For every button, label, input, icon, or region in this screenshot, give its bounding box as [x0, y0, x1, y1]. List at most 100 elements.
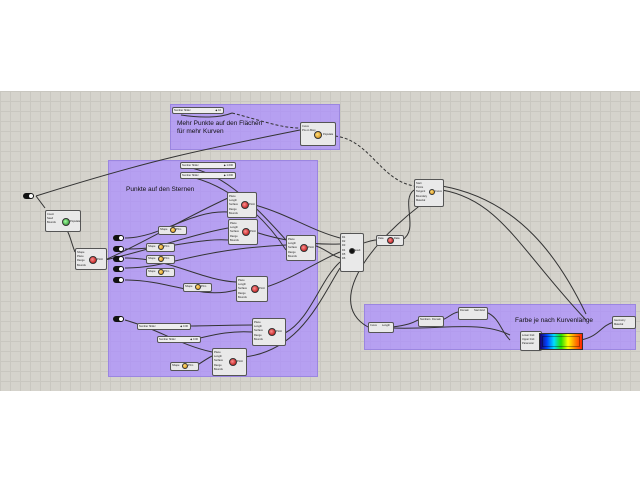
merge-icon — [349, 248, 355, 254]
node-label: Shape — [148, 257, 156, 260]
shape-node-4[interactable]: Shape Prim — [146, 268, 175, 277]
gradient-bar[interactable] — [539, 333, 583, 350]
toggle-6[interactable] — [113, 316, 124, 322]
shape-icon — [158, 244, 164, 250]
evaluate-icon — [242, 228, 250, 236]
shape-node-3[interactable]: Shape Prim — [146, 255, 175, 264]
slider-value: ◆ 0.00 — [180, 325, 188, 328]
node-inputs: Curve Pts on Brep — [302, 125, 316, 133]
group-title-color-by-length: Farbe je nach Kurvenlänge — [515, 317, 594, 324]
length-node[interactable]: Curve Length — [368, 322, 394, 333]
bounds-node[interactable]: Numbers Domain — [418, 316, 444, 327]
group-title-points-on-stars: Punkte auf den Sternen — [126, 186, 195, 193]
node-label: Shape — [160, 228, 168, 231]
node-output: Curve — [435, 190, 442, 193]
toggle-4[interactable] — [113, 266, 124, 272]
boolean-toggle[interactable] — [23, 193, 34, 199]
toggle-2[interactable] — [113, 246, 124, 252]
slider-value: ◆ 1.000 — [223, 164, 233, 167]
preview-input: Geometry — [614, 319, 626, 322]
gradient-input: Upper limit — [522, 338, 535, 342]
shape-node-5[interactable]: Shape Prim — [183, 283, 212, 292]
node-output: Point — [250, 230, 256, 233]
slider-label: Number Slider — [174, 109, 191, 112]
node-output: Point — [97, 258, 103, 261]
shape-icon — [182, 363, 188, 369]
curve-icon — [429, 189, 435, 195]
explode-icon — [89, 256, 97, 264]
node-output: Point — [249, 203, 255, 206]
shape-node-2[interactable]: Shape Prim — [146, 243, 175, 252]
node-output: Domain — [432, 318, 441, 321]
shape-icon — [195, 284, 201, 290]
node-label: Domain — [460, 309, 469, 312]
slider-value: ◆ 0.00 — [190, 338, 198, 341]
custom-preview-node[interactable]: Geometry Material — [612, 316, 636, 329]
toggle-5[interactable] — [113, 277, 124, 283]
number-slider-3[interactable]: Number Slider ◆ 0.00 — [137, 323, 191, 330]
slider-label: Number Slider — [159, 338, 176, 341]
gradient-frame — [542, 336, 580, 347]
shape-node-6[interactable]: Shape Prim — [170, 362, 199, 371]
gradient-input: Parameter — [522, 342, 535, 346]
flatten-node[interactable]: Data Data — [376, 235, 404, 246]
top-number-slider[interactable]: Number Slider ◆ 10 — [172, 107, 224, 114]
number-slider-4[interactable]: Number Slider ◆ 0.00 — [157, 336, 201, 343]
populate-icon — [314, 131, 322, 139]
number-slider-1[interactable]: Number Slider ◆ 1.000 — [180, 162, 236, 169]
node-input: Curve — [302, 125, 309, 128]
populate-node[interactable]: Curve Pts on Brep Populate — [300, 122, 336, 146]
node-label: Shape — [172, 364, 180, 367]
flatten-icon — [387, 237, 394, 244]
node-output: Populate — [323, 133, 334, 136]
slider-label: Number Slider — [182, 174, 199, 177]
deconstruct-domain-node[interactable]: Domain Start End — [458, 307, 488, 320]
slider-label: Number Slider — [182, 164, 199, 167]
node-inputs: Geometry Material — [614, 319, 625, 327]
slider-value: ◆ 10 — [215, 109, 221, 112]
group-color-by-length[interactable]: Farbe je nach Kurvenlänge — [364, 304, 636, 350]
preview-input: Material — [614, 323, 624, 327]
number-slider-2[interactable]: Number Slider ◆ 1.000 — [180, 172, 236, 179]
node-label: Data — [378, 237, 384, 240]
node-label: Shape — [185, 285, 193, 288]
populate-icon — [62, 218, 70, 226]
slider-value: ◆ 1.000 — [223, 174, 233, 177]
node-output: Data — [394, 237, 400, 240]
node-output: Start End — [474, 309, 485, 312]
toggle-3[interactable] — [113, 256, 124, 262]
toggle-1[interactable] — [113, 235, 124, 241]
node-output: Result — [353, 249, 361, 252]
evaluate-icon — [241, 201, 249, 209]
evaluate-icon — [251, 285, 259, 293]
group-points-on-stars[interactable]: Punkte auf den Sternen — [108, 160, 318, 377]
shape-node-1[interactable]: Shape Prim — [158, 226, 187, 235]
gradient-input: Lower limit — [522, 334, 535, 337]
node-output: Point — [308, 246, 314, 249]
evaluate-icon — [300, 244, 308, 252]
node-output: Prim — [176, 228, 182, 231]
node-output: Length — [382, 324, 390, 327]
node-output: Point — [259, 287, 265, 290]
node-label: Shape — [148, 270, 156, 273]
node-output: Prim — [164, 270, 170, 273]
node-output: Prim — [164, 245, 170, 248]
